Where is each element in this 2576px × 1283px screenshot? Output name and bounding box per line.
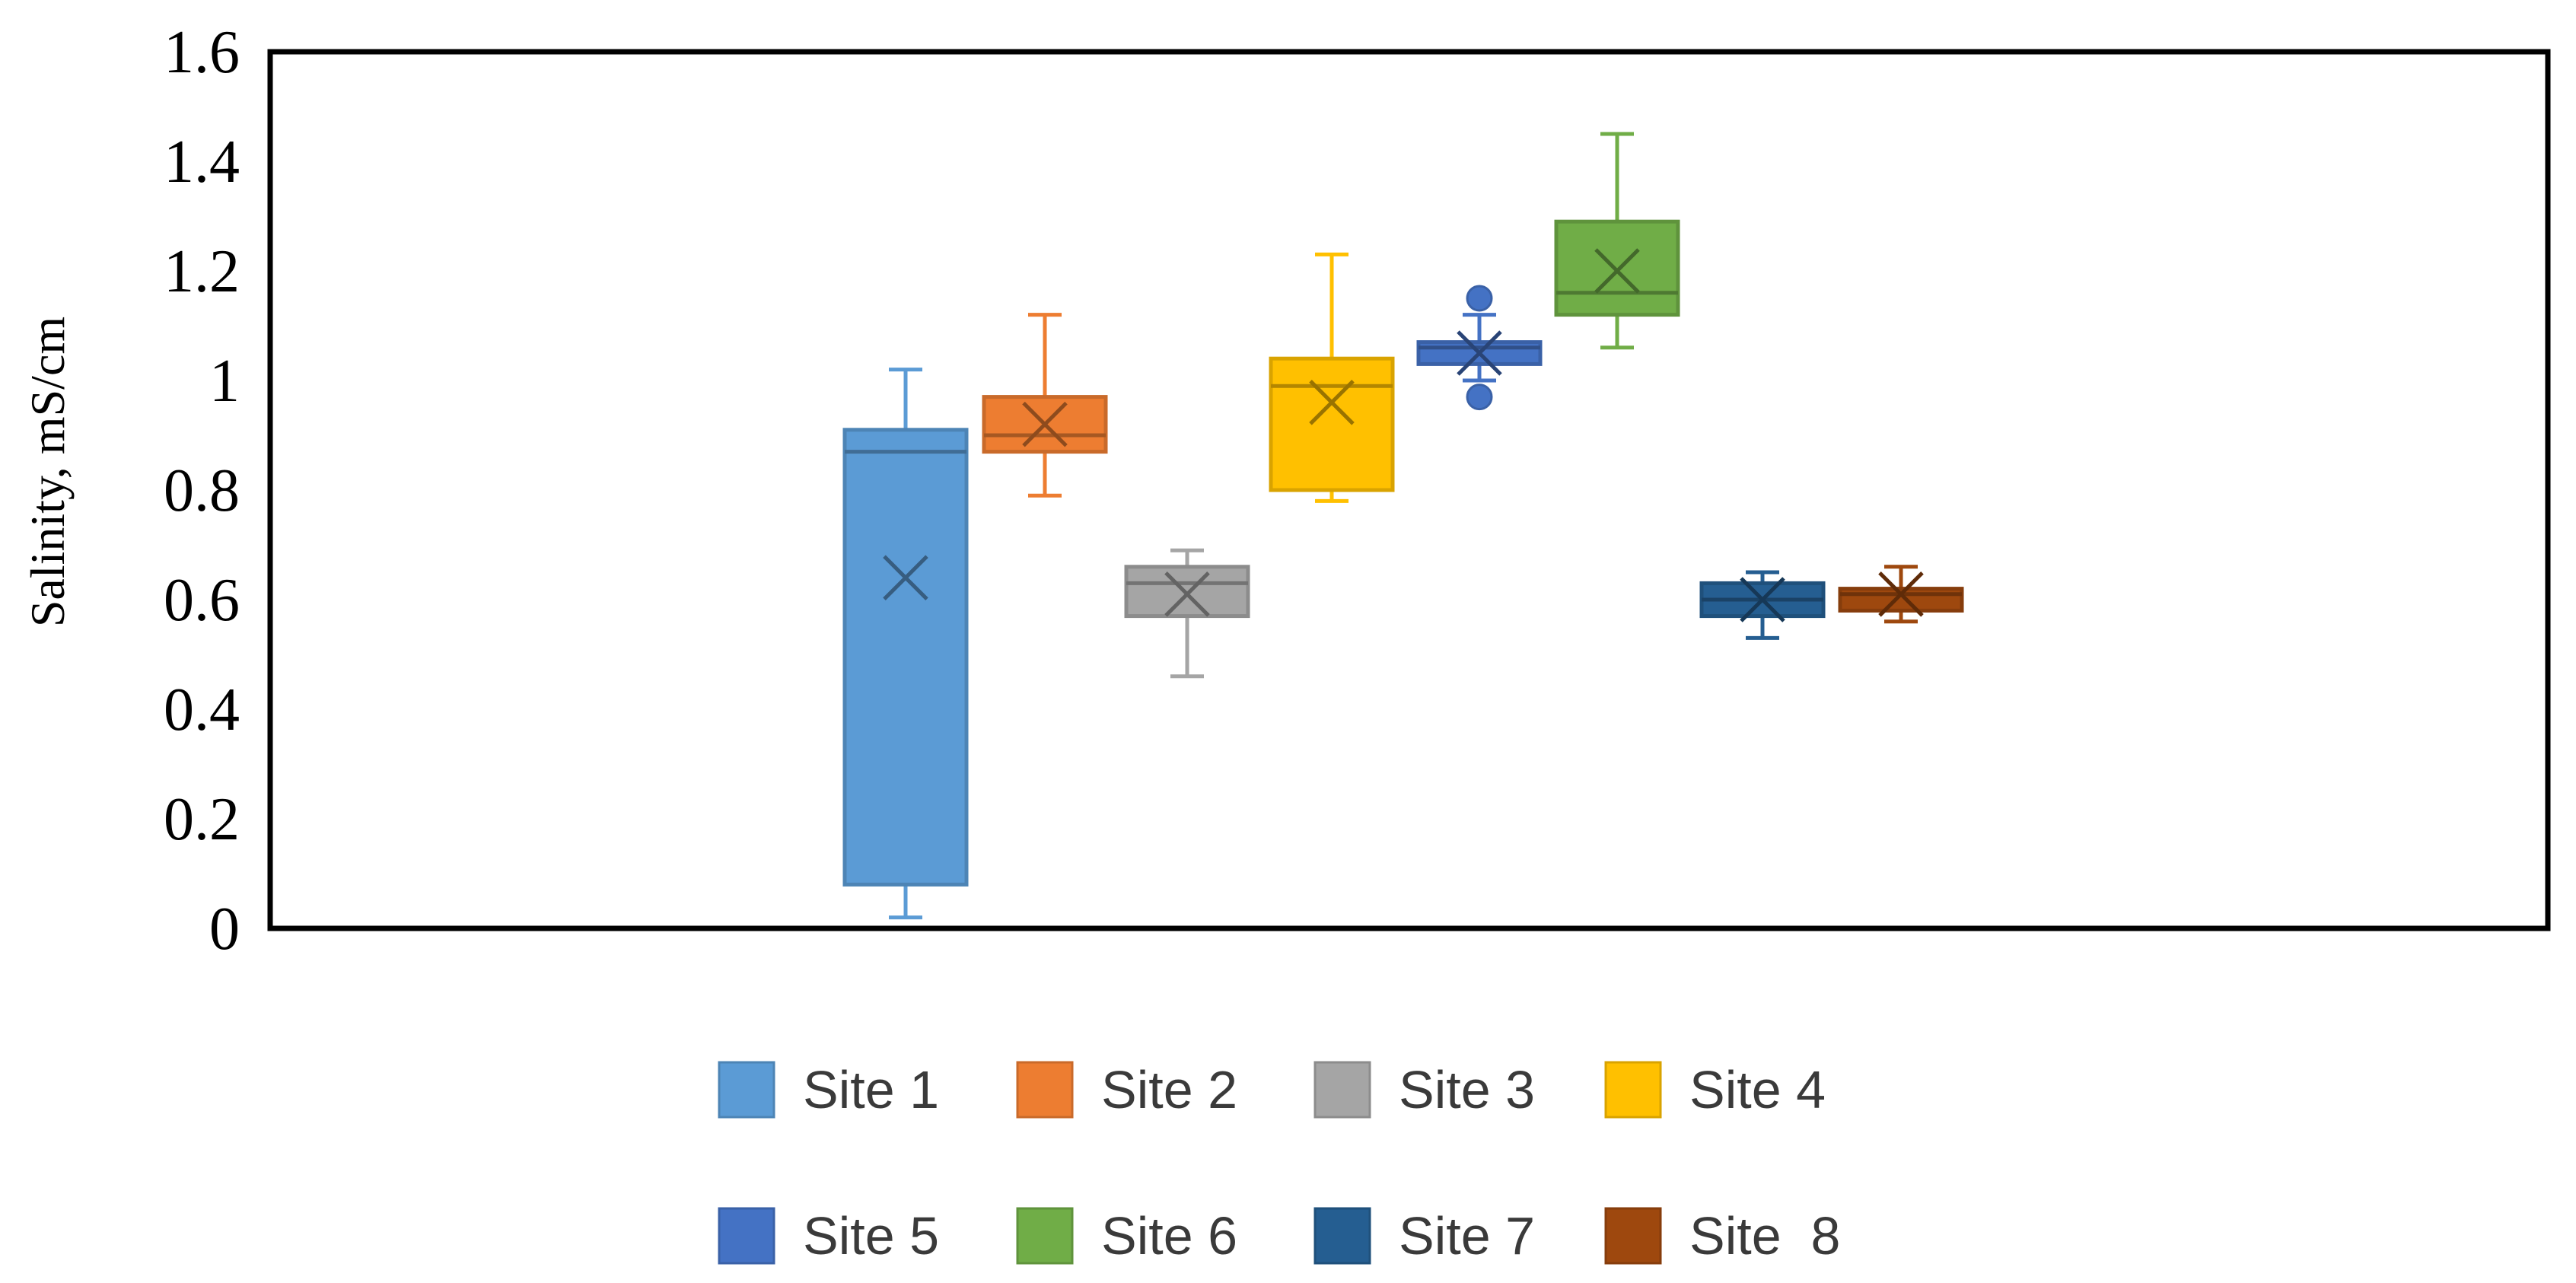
legend-item-site-4: Site 4: [1604, 1060, 1826, 1119]
box-site-4: [1269, 252, 1395, 503]
legend-swatch: [1313, 1061, 1371, 1119]
legend-swatch: [1604, 1061, 1662, 1119]
legend-item-site-8: Site 8: [1604, 1206, 1840, 1265]
legend-swatch: [1313, 1207, 1371, 1265]
legend-label: Site 8: [1689, 1206, 1840, 1265]
mean-marker: [1740, 577, 1785, 622]
box-site-8: [1838, 565, 1964, 624]
legend-label: Site 4: [1689, 1060, 1826, 1119]
legend-swatch: [1016, 1061, 1074, 1119]
y-tick-label: 0.4: [164, 677, 240, 743]
box-site-5: [1416, 285, 1543, 411]
legend: Site 1 Site 2 Site 3 Site 4 Site 5 Site 6 Site…: [718, 1060, 1840, 1265]
legend-swatch: [718, 1061, 775, 1119]
mean-marker: [1022, 401, 1068, 447]
legend-label: Site 1: [803, 1060, 939, 1119]
box-site-7: [1699, 570, 1826, 640]
y-tick-label: 1.2: [164, 238, 240, 305]
legend-swatch: [1016, 1207, 1074, 1265]
y-tick-label: 0.6: [164, 567, 240, 634]
legend-item-site-6: Site 6: [1016, 1206, 1237, 1265]
legend-item-site-2: Site 2: [1016, 1060, 1237, 1119]
outlier-point: [1466, 285, 1493, 312]
legend-label: Site 3: [1399, 1060, 1535, 1119]
legend-swatch: [718, 1207, 775, 1265]
y-tick-label: 0: [209, 896, 240, 963]
box-iqr: [1124, 565, 1250, 619]
legend-item-site-5: Site 5: [718, 1206, 939, 1265]
legend-item-site-3: Site 3: [1313, 1060, 1535, 1119]
mean-marker: [1878, 571, 1924, 617]
y-axis: 0 0.2 0.4 0.6 0.8 1 1.2 1.4 1.6: [164, 19, 240, 963]
outlier-point: [1466, 384, 1493, 411]
mean-marker: [1457, 330, 1502, 376]
box-iqr: [842, 428, 969, 887]
y-tick-label: 1: [209, 348, 240, 415]
y-tick-label: 0.2: [164, 786, 240, 853]
y-tick-label: 1.4: [164, 129, 240, 196]
plot-area: [267, 49, 2551, 931]
mean-marker: [1594, 248, 1640, 294]
box-site-3: [1124, 548, 1250, 679]
legend-label: Site 5: [803, 1206, 939, 1265]
box-site-6: [1554, 132, 1680, 350]
y-tick-label: 0.8: [164, 457, 240, 524]
box-site-2: [982, 313, 1108, 498]
mean-marker: [883, 555, 928, 600]
plot-frame: [267, 49, 2551, 931]
legend-item-site-1: Site 1: [718, 1060, 939, 1119]
legend-label: Site 2: [1101, 1060, 1237, 1119]
legend-label: Site 7: [1399, 1206, 1535, 1265]
box-iqr: [1269, 356, 1395, 492]
y-tick-label: 1.6: [164, 19, 240, 86]
y-axis-title: Salinity, mS/cm: [21, 317, 75, 627]
legend-label: Site 6: [1101, 1206, 1237, 1265]
box-iqr: [1554, 219, 1680, 317]
mean-marker: [1309, 380, 1355, 425]
mean-marker: [1164, 571, 1210, 617]
legend-item-site-7: Site 7: [1313, 1206, 1535, 1265]
legend-swatch: [1604, 1207, 1662, 1265]
box-site-1: [842, 368, 969, 920]
